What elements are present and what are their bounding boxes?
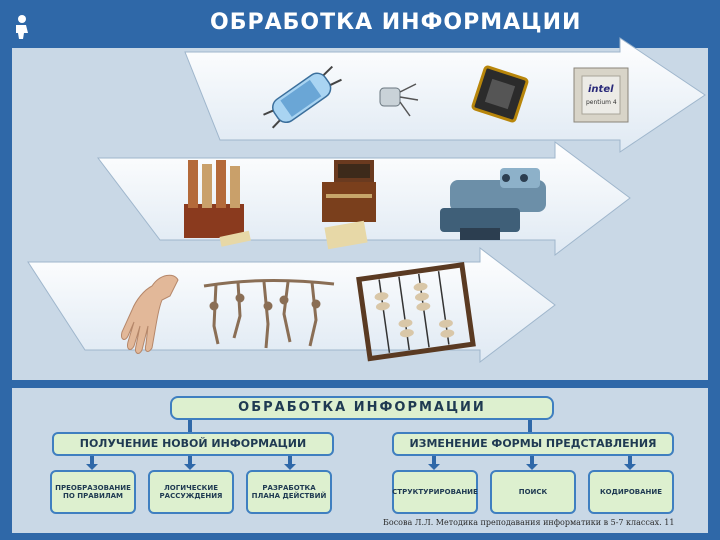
chip-brand-text: intel xyxy=(588,84,614,95)
intel-processor-icon: intel pentium 4 xyxy=(573,67,629,123)
hand-icon xyxy=(121,274,179,354)
microchip-icon xyxy=(471,65,529,123)
person-icon xyxy=(16,15,28,39)
leaf-logical-reasoning-box: ЛОГИЧЕСКИЕ РАССУЖДЕНИЯ xyxy=(148,470,234,514)
leaf-encoding-box: КОДИРОВАНИЕ xyxy=(588,470,674,514)
evolution-arrows: intel pentium 4 xyxy=(27,37,706,364)
footer-credit: Босова Л.Л. Методика преподавания информ… xyxy=(383,518,675,527)
vacuum-tube-icon xyxy=(263,65,342,129)
leaf-action-plan-box: РАЗРАБОТКА ПЛАНА ДЕЙСТВИЙ xyxy=(246,470,332,514)
branch-new-information-box: ПОЛУЧЕНИЕ НОВОЙ ИНФОРМАЦИИ xyxy=(52,432,334,456)
leaf-transformation-box: ПРЕОБРАЗОВАНИЕ ПО ПРАВИЛАМ xyxy=(50,470,136,514)
transistor-icon xyxy=(379,83,419,117)
page-title: ОБРАБОТКА ИНФОРМАЦИИ xyxy=(210,10,582,35)
diagram-root-box: ОБРАБОТКА ИНФОРМАЦИИ xyxy=(170,396,554,420)
chip-model-text: pentium 4 xyxy=(586,99,617,106)
knotted-cords-icon xyxy=(203,278,335,349)
leaf-structuring-box: СТРУКТУРИРОВАНИЕ xyxy=(392,470,478,514)
mechanical-calculator-icon xyxy=(184,160,251,247)
arrow-top xyxy=(184,37,706,153)
punch-card-tabulator-icon xyxy=(322,160,376,250)
arithmometer-icon xyxy=(440,168,546,240)
leaf-search-box: ПОИСК xyxy=(490,470,576,514)
branch-form-change-box: ИЗМЕНЕНИЕ ФОРМЫ ПРЕДСТАВЛЕНИЯ xyxy=(392,432,674,456)
abacus-icon xyxy=(356,262,476,362)
